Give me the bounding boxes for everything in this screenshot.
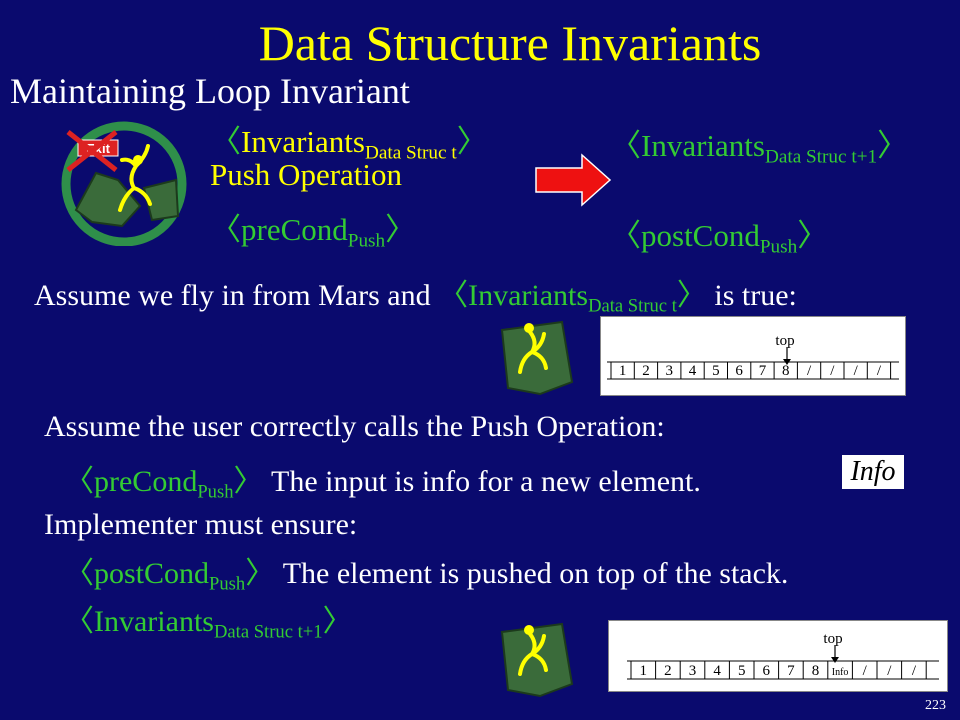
- subtitle: Maintaining Loop Invariant: [10, 71, 410, 111]
- left-precondition: 〈preCondPush〉: [210, 212, 417, 252]
- info-label: Info: [842, 455, 904, 489]
- page-title: Data Structure Invariants: [258, 15, 762, 71]
- stack-cell: 1: [619, 363, 627, 379]
- precondition-line: 〈preCondPush〉 The input is info for a ne…: [64, 465, 701, 503]
- stack-cell: 5: [712, 363, 720, 379]
- stack-cell: 6: [763, 663, 771, 679]
- figure-icon: [500, 320, 574, 396]
- right-arrow-icon: [535, 153, 612, 207]
- left-operation: Push Operation: [210, 157, 403, 192]
- stack-cell: 8: [812, 663, 820, 679]
- stack-cell: 4: [689, 363, 697, 379]
- stack-cell: 2: [664, 663, 672, 679]
- stack-cell: /: [807, 363, 812, 379]
- stack-cell: /: [912, 663, 917, 679]
- stack-cell: 7: [759, 363, 767, 379]
- stack-cell: /: [877, 363, 882, 379]
- invariant-line: 〈InvariantsData Struc t+1〉: [64, 605, 353, 643]
- stack-cell: 7: [787, 663, 795, 679]
- stack-cell: 6: [735, 363, 743, 379]
- stack1-top-label: top: [775, 333, 794, 349]
- stack-cell: /: [830, 363, 835, 379]
- stack-cell: 4: [713, 663, 721, 679]
- stack-cell: Info: [832, 667, 849, 678]
- stack-cell: /: [854, 363, 859, 379]
- stack-cell: 2: [642, 363, 650, 379]
- stack-cell: /: [887, 663, 892, 679]
- page-number: 223: [925, 698, 946, 713]
- stack2-top-label: top: [823, 631, 842, 647]
- left-invariant: 〈InvariantsData Struc t〉: [210, 124, 488, 164]
- figure-icon: [500, 622, 574, 698]
- stack-cell: 3: [666, 363, 674, 379]
- loop-figure-icon: Exit: [61, 121, 187, 246]
- stack-cell: 8: [782, 363, 790, 379]
- assume-line: Assume we fly in from Mars and 〈Invarian…: [34, 279, 797, 317]
- implementer-line: Implementer must ensure:: [44, 508, 358, 541]
- stack-cell: 3: [689, 663, 697, 679]
- right-invariant: 〈InvariantsData Struc t+1〉: [610, 128, 909, 168]
- postcondition-line: 〈postCondPush〉 The element is pushed on …: [64, 557, 789, 595]
- user-line: Assume the user correctly calls the Push…: [44, 410, 665, 443]
- right-postcondition: 〈postCondPush〉: [610, 218, 829, 258]
- stack-cell: 1: [640, 663, 648, 679]
- stack-cell: /: [863, 663, 868, 679]
- stack-cell: 5: [738, 663, 746, 679]
